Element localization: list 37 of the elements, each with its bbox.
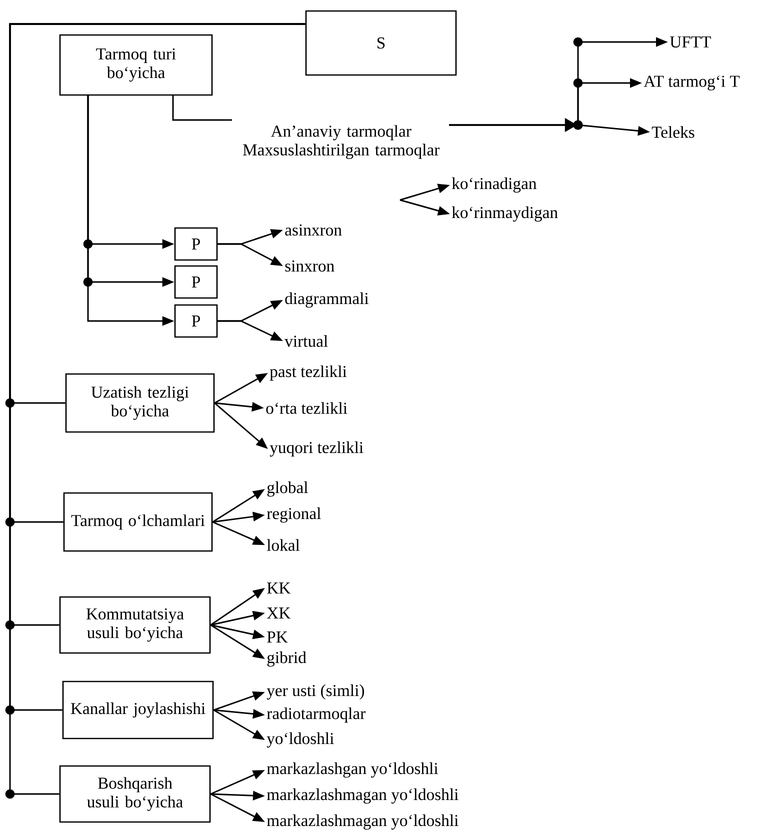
branch-label: gibrid xyxy=(267,651,306,667)
branch-label: yo‘ldoshli xyxy=(266,732,334,748)
branch-label: o‘rta tezlikli xyxy=(266,402,348,414)
branch-label: XK xyxy=(266,608,290,618)
branch-label: ko‘rinmaydigan xyxy=(452,206,558,222)
branch-label: diagrammali xyxy=(285,292,369,308)
letter-box: P xyxy=(174,265,218,299)
category-box: Kanallar joylashishi xyxy=(62,680,214,740)
branch-label: virtual xyxy=(284,335,328,347)
branch-label: AT tarmog‘i T xyxy=(644,76,740,90)
connector-line xyxy=(172,95,232,121)
category-box: Tarmoq turi bo‘yicha xyxy=(59,34,213,96)
branch-label: markazlashgan yo‘ldoshli xyxy=(266,762,438,778)
branch-label: markazlashmagan yo‘ldoshli xyxy=(266,814,458,830)
branch-label: sinxron xyxy=(285,260,334,272)
branch-label: KK xyxy=(267,582,290,594)
letter-box: P xyxy=(174,227,218,261)
branch-label: PK xyxy=(267,632,288,642)
branch-label: markazlashmagan yo‘ldoshli xyxy=(266,788,458,804)
branch-label: yer usti (simli) xyxy=(266,684,364,700)
category-box: Kommutatsiya usuli bo‘yicha xyxy=(59,596,211,654)
branch-label: regional xyxy=(266,507,321,523)
branch-label: Teleks xyxy=(652,126,694,138)
category-box: Boshqarish usuli bo‘yicha xyxy=(59,765,211,823)
branch-label: global xyxy=(267,481,308,497)
branch-label: UFTT xyxy=(670,36,711,48)
branch-label: ko‘rinadigan xyxy=(452,177,536,193)
letter-box: P xyxy=(174,304,218,338)
branch-label: lokal xyxy=(266,539,300,551)
branch-label: asinxron xyxy=(285,224,342,236)
category-box: Tarmoq o‘lchamlari xyxy=(63,492,213,552)
branch-label: past tezlikli xyxy=(270,365,347,381)
branch-label: An’anaviy tarmoqlar Maxsuslashtirilgan tarmoqlar xyxy=(243,125,440,159)
branch-label: yuqori tezlikli xyxy=(270,441,364,457)
branch-label: radiotarmoqlar xyxy=(266,707,366,723)
title-box: S xyxy=(305,10,457,76)
category-box: Uzatish tezligi bo‘yicha xyxy=(65,373,215,433)
